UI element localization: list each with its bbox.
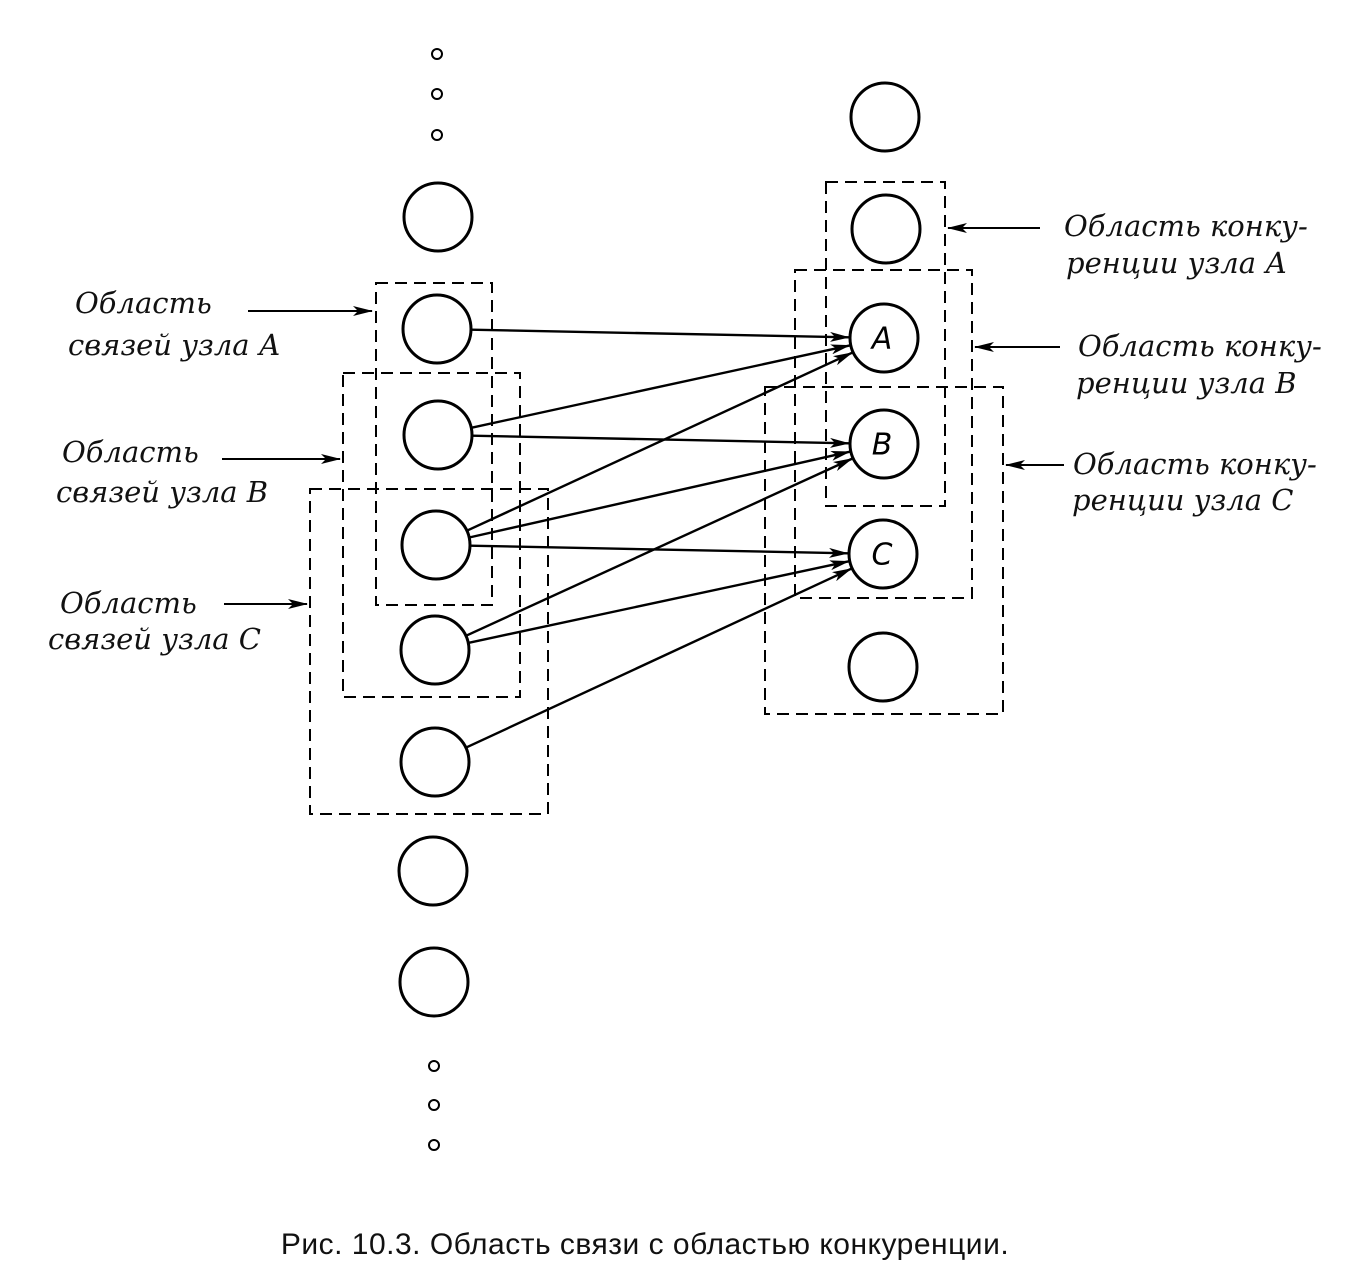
right-node — [849, 81, 921, 153]
region-links-of-a — [375, 282, 493, 606]
left-node — [398, 946, 470, 1018]
label-line: ренции узла С — [1072, 483, 1293, 517]
left-layer-continuation-top — [431, 48, 443, 141]
label-links-of-c: Область связей узла С — [48, 586, 308, 656]
connection-arrow-L2-R3 — [470, 328, 850, 342]
ellipsis-dot — [428, 1099, 440, 1111]
label-competition-a: Область конку- ренции узла А — [947, 209, 1308, 280]
competition-regions — [764, 181, 1004, 715]
left-node — [400, 509, 472, 581]
connection-arrow-L5-R4 — [465, 457, 854, 637]
left-node — [402, 181, 474, 253]
node-a-letter: A — [870, 322, 893, 357]
figure-caption: Рис. 10.3. Область связи с областью конк… — [280, 1228, 1010, 1261]
left-layer-continuation-bottom — [428, 1060, 440, 1151]
label-line: Область — [62, 435, 199, 469]
label-links-of-b: Область связей узла В — [56, 435, 341, 509]
connection-regions — [309, 282, 549, 815]
region-competition-b — [794, 269, 973, 599]
region-links-of-c — [309, 488, 549, 815]
label-line: ренции узла В — [1076, 366, 1297, 400]
ellipsis-dot — [431, 129, 443, 141]
label-links-of-a: Область связей узла А — [68, 286, 373, 362]
connection-arrow-L5-R5 — [467, 560, 850, 645]
left-layer — [397, 181, 474, 1018]
region-competition-a — [825, 181, 946, 507]
node-b — [848, 408, 920, 480]
left-node — [399, 614, 471, 686]
label-line: связей узла А — [68, 328, 281, 362]
ellipsis-dot — [428, 1060, 440, 1072]
connection-arrow-L3-R3 — [470, 344, 851, 429]
left-node — [399, 726, 471, 798]
label-line: Область конку- — [1078, 329, 1322, 363]
ellipsis-dot — [428, 1139, 440, 1151]
node-a — [848, 302, 920, 374]
label-line: связей узла С — [48, 622, 261, 656]
label-line: связей узла В — [56, 475, 268, 509]
ellipsis-dot — [431, 48, 443, 60]
region-links-of-b — [342, 372, 521, 698]
label-competition-c: Область конку- ренции узла С — [1005, 447, 1317, 517]
label-competition-b: Область конку- ренции узла В — [974, 329, 1322, 400]
left-node — [402, 399, 474, 471]
label-line: ренции узла А — [1066, 246, 1287, 280]
region-competition-c — [764, 386, 1004, 715]
connection-arrows — [465, 328, 854, 749]
connection-arrow-L4-R5 — [469, 544, 849, 558]
label-line: Область — [75, 286, 212, 320]
right-layer — [847, 81, 922, 703]
node-c — [847, 518, 919, 590]
connection-arrow-L4-R3 — [466, 351, 854, 532]
label-line: Область конку- — [1064, 209, 1308, 243]
left-node — [397, 835, 469, 907]
connection-arrow-L4-R4 — [468, 450, 851, 539]
connection-arrow-L3-R4 — [471, 434, 850, 448]
right-node — [847, 631, 919, 703]
node-b-letter: B — [872, 428, 893, 463]
connection-arrow-L6-R5 — [465, 567, 853, 749]
ellipsis-dot — [431, 88, 443, 100]
label-line: Область — [60, 586, 197, 620]
node-c-letter: C — [872, 538, 893, 573]
left-node — [401, 293, 473, 365]
right-node — [850, 193, 922, 265]
label-line: Область конку- — [1073, 447, 1317, 481]
